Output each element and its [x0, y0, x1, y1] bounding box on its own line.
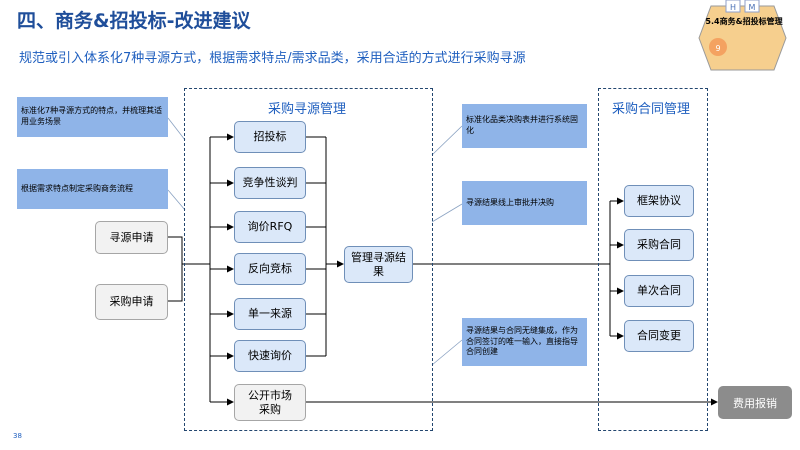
note-online-approval: 寻源结果线上审批并决购 [462, 181, 587, 225]
expense-reimbursement-box[interactable]: 费用报销 [718, 386, 792, 419]
badge-tab-m: M [749, 3, 756, 12]
section-badge: H M 9 [698, 0, 787, 71]
contract-management-title: 采购合同管理 [612, 102, 691, 117]
page-subtitle: 规范或引入体系化7种寻源方式，根据需求特点/需求品类，采用合适的方式进行采购寻源 [19, 51, 526, 66]
badge-tab-h: H [730, 3, 736, 12]
contract-single-contract[interactable]: 单次合同 [624, 275, 694, 307]
sourcing-management-group [184, 88, 433, 431]
contract-change[interactable]: 合同变更 [624, 320, 694, 352]
note-category-table: 标准化品类决购表并进行系统固化 [462, 104, 587, 148]
note-contract-integration: 寻源结果与合同无缝集成，作为合同签订的唯一输入，直接指导合同创建 [462, 318, 587, 366]
note-business-process: 根据需求特点制定采购商务流程 [17, 169, 168, 209]
method-competitive-negotiation[interactable]: 竞争性谈判 [234, 167, 306, 199]
method-public-market[interactable]: 公开市场采购 [234, 384, 306, 421]
sourcing-management-title: 采购寻源管理 [268, 102, 347, 117]
badge-label: 5.4商务&招投标管理 [705, 17, 783, 26]
contract-purchase-contract[interactable]: 采购合同 [624, 229, 694, 261]
method-rfq[interactable]: 询价RFQ [234, 211, 306, 243]
sourcing-request-box[interactable]: 寻源申请 [95, 221, 168, 254]
method-bidding[interactable]: 招投标 [234, 121, 306, 153]
page-number: 38 [13, 432, 22, 440]
method-reverse-auction[interactable]: 反向竞标 [234, 253, 306, 285]
contract-management-group [598, 88, 708, 431]
method-quick-inquiry[interactable]: 快速询价 [234, 340, 306, 372]
contract-framework-agreement[interactable]: 框架协议 [624, 185, 694, 217]
badge-number: 9 [715, 44, 720, 53]
page-title: 四、商务&招投标-改进建议 [17, 10, 251, 32]
manage-sourcing-result-box[interactable]: 管理寻源结果 [344, 246, 413, 283]
note-standardize-methods: 标准化7种寻源方式的特点，并梳理其适用业务场景 [17, 97, 168, 137]
method-single-source[interactable]: 单一来源 [234, 298, 306, 330]
purchase-request-box[interactable]: 采购申请 [95, 284, 168, 320]
